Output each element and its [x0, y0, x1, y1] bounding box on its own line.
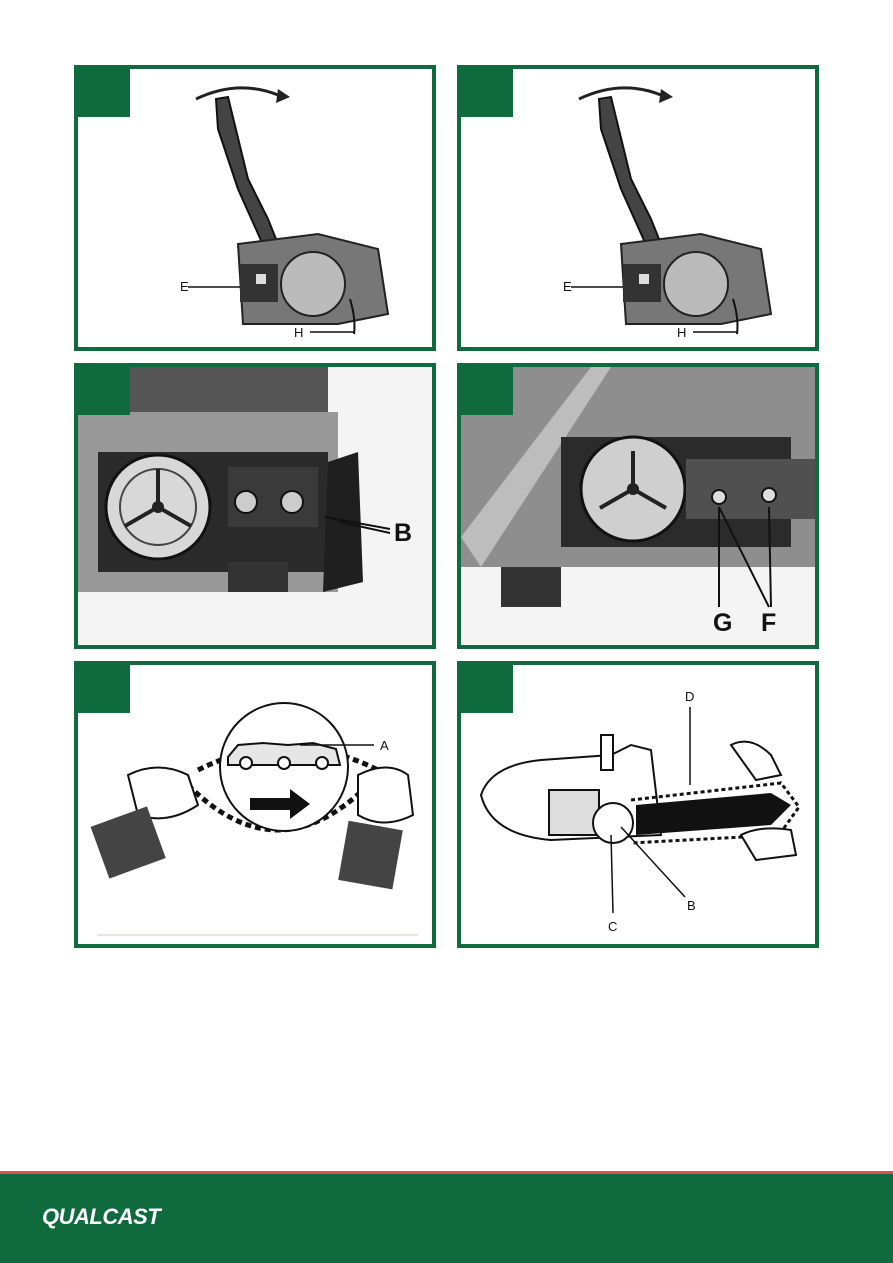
figure-number-tab: [78, 367, 130, 415]
label-h: H: [677, 325, 686, 340]
label-e: E: [563, 279, 572, 294]
figure-number-tab: [461, 367, 513, 415]
tensioner-pins-photo: [461, 367, 815, 645]
label-b: B: [394, 519, 412, 548]
figure-number-tab: [461, 69, 513, 117]
footer-bar: QUALCAST: [0, 1174, 893, 1263]
label-d: D: [685, 689, 694, 704]
figure-panel-6: D B C: [457, 661, 819, 948]
figure-number-tab: [78, 69, 130, 117]
chain-direction-drawing: [78, 665, 432, 944]
brand-logo: QUALCAST: [42, 1204, 160, 1230]
label-g: G: [713, 609, 732, 638]
cover-lever-illustration: [461, 69, 815, 347]
figure-number-tab: [461, 665, 513, 713]
figure-panel-1: E H: [74, 65, 436, 351]
cover-lever-illustration: [78, 69, 432, 347]
label-f: F: [761, 609, 776, 638]
figure-number-tab: [78, 665, 130, 713]
figure-panel-5: A: [74, 661, 436, 948]
bar-nuts-photo: [78, 367, 432, 645]
label-e: E: [180, 279, 189, 294]
label-b: B: [687, 898, 696, 913]
label-h: H: [294, 325, 303, 340]
figure-panel-2: E H: [457, 65, 819, 351]
chain-fitting-drawing: [461, 665, 815, 944]
figure-panel-4: G F: [457, 363, 819, 649]
label-a: A: [380, 738, 389, 753]
label-c: C: [608, 919, 617, 934]
figure-panel-3: B: [74, 363, 436, 649]
